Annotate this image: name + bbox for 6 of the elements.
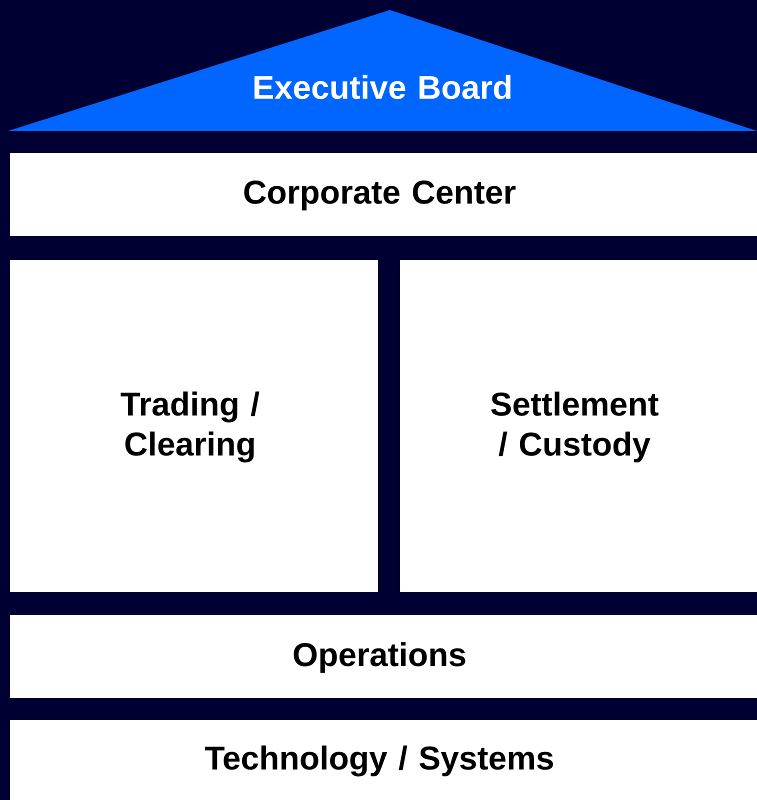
section-box: Settlement / Custody — [400, 260, 757, 592]
section-box: Operations — [10, 615, 757, 698]
section-box: Trading / Clearing — [10, 260, 378, 592]
section-box: Corporate Center — [10, 153, 757, 236]
roof-triangle: Executive Board — [8, 10, 757, 131]
section-box: Technology / Systems — [10, 720, 757, 800]
